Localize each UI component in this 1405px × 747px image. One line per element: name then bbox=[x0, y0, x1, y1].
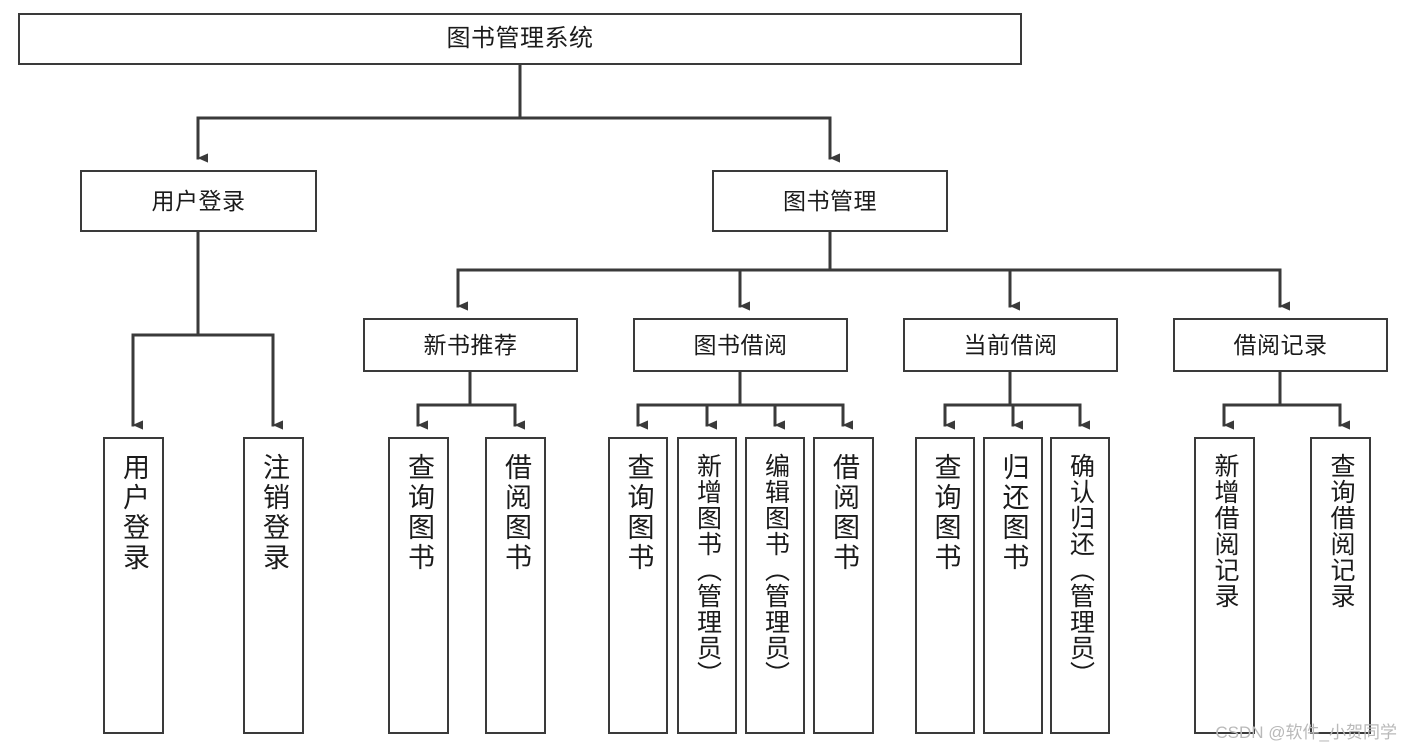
leaf-user-login[interactable]: 用户登录 bbox=[103, 437, 164, 734]
node-borrow-record[interactable]: 借阅记录 bbox=[1173, 318, 1388, 372]
leaf-query-borrow-record[interactable]: 查询借阅记录 bbox=[1310, 437, 1371, 734]
leaf-query-book-borrow[interactable]: 查询图书 bbox=[608, 437, 668, 734]
node-label: 用户登录 bbox=[151, 187, 246, 214]
node-label: 借阅图书 bbox=[829, 453, 859, 573]
node-label: 查询图书 bbox=[623, 453, 654, 573]
leaf-add-book-admin[interactable]: 新增图书（管理员） bbox=[677, 437, 737, 734]
node-label: 用户登录 bbox=[119, 453, 149, 573]
leaf-borrow-book-recommend[interactable]: 借阅图书 bbox=[485, 437, 546, 734]
leaf-query-book-current[interactable]: 查询图书 bbox=[915, 437, 975, 734]
node-label: 查询图书 bbox=[404, 453, 434, 573]
node-label: 查询借阅记录 bbox=[1327, 453, 1355, 609]
node-book-management[interactable]: 图书管理 bbox=[712, 170, 948, 232]
node-label: 注销登录 bbox=[259, 453, 289, 573]
node-label: 借阅图书 bbox=[501, 453, 531, 573]
leaf-borrow-book[interactable]: 借阅图书 bbox=[813, 437, 874, 734]
node-label: 图书借阅 bbox=[693, 331, 788, 358]
leaf-return-book[interactable]: 归还图书 bbox=[983, 437, 1043, 734]
node-label: 归还图书 bbox=[998, 453, 1029, 573]
node-book-borrow[interactable]: 图书借阅 bbox=[633, 318, 848, 372]
node-label: 新增图书（管理员） bbox=[693, 453, 722, 687]
node-label: 当前借阅 bbox=[963, 331, 1058, 358]
node-current-borrow[interactable]: 当前借阅 bbox=[903, 318, 1118, 372]
leaf-edit-book-admin[interactable]: 编辑图书（管理员） bbox=[745, 437, 805, 734]
leaf-query-book-recommend[interactable]: 查询图书 bbox=[388, 437, 449, 734]
leaf-add-borrow-record[interactable]: 新增借阅记录 bbox=[1194, 437, 1255, 734]
leaf-confirm-return-admin[interactable]: 确认归还（管理员） bbox=[1050, 437, 1110, 734]
node-label: 图书管理 bbox=[783, 187, 877, 214]
node-label: 确认归还（管理员） bbox=[1066, 453, 1095, 687]
node-label: 新书推荐 bbox=[423, 331, 518, 358]
node-label: 查询图书 bbox=[930, 453, 961, 573]
node-label: 借阅记录 bbox=[1233, 331, 1328, 358]
leaf-user-logout[interactable]: 注销登录 bbox=[243, 437, 304, 734]
node-user-login[interactable]: 用户登录 bbox=[80, 170, 317, 232]
node-label: 新增借阅记录 bbox=[1211, 453, 1239, 609]
node-label: 编辑图书（管理员） bbox=[761, 453, 790, 687]
node-new-book-recommend[interactable]: 新书推荐 bbox=[363, 318, 578, 372]
node-root-book-management-system[interactable]: 图书管理系统 bbox=[18, 13, 1022, 65]
node-label: 图书管理系统 bbox=[446, 25, 594, 53]
